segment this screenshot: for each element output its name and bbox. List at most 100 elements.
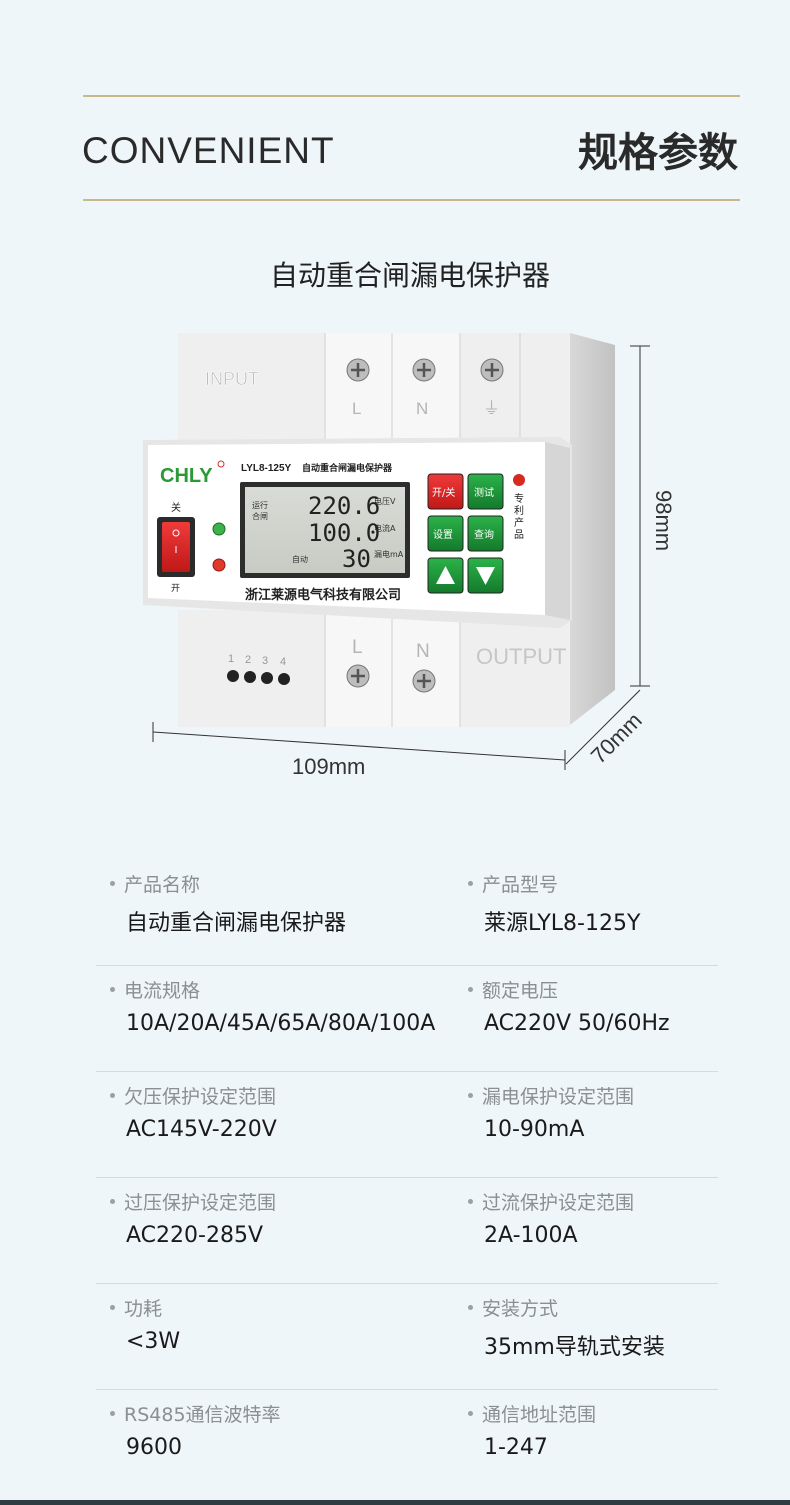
lcd-screen (245, 487, 405, 573)
bullet-icon (110, 881, 115, 886)
lcd-status-running: 运行 (252, 500, 268, 510)
header-rule-top (83, 95, 740, 97)
brand-english: CONVENIENT (82, 130, 335, 171)
brand-logo: CHLY (160, 465, 213, 487)
bullet-icon (110, 1199, 115, 1204)
spec-row: 产品名称 自动重合闸漏电保护器 产品型号 莱源LYL8-125Y (96, 860, 718, 966)
fault-indicator-icon (212, 558, 226, 572)
section-title: 规格参数 (578, 130, 738, 176)
spec-item: 电流规格 10A/20A/45A/65A/80A/100A (110, 976, 435, 1036)
spec-item: 欠压保护设定范围 AC145V-220V (110, 1082, 277, 1142)
spec-label: 通信地址范围 (482, 1404, 597, 1426)
spec-label: 过流保护设定范围 (482, 1192, 635, 1214)
settings-button-label: 设置 (433, 529, 453, 541)
company-name: 浙江莱源电气科技有限公司 (245, 587, 401, 603)
bullet-icon (468, 987, 473, 992)
spec-label: 漏电保护设定范围 (482, 1086, 635, 1108)
spec-value: AC145V-220V (126, 1117, 277, 1142)
query-button[interactable] (467, 515, 504, 552)
bullet-icon (110, 1411, 115, 1416)
patent-icon (513, 474, 525, 486)
output-label: OUTPUT (476, 644, 566, 669)
spec-value: AC220-285V (126, 1223, 263, 1248)
spec-row: 功耗 <3W 安装方式 35mm导轨式安装 (96, 1284, 718, 1390)
terminal-n-top: N (416, 399, 428, 418)
spec-value: 35mm导轨式安装 (484, 1335, 665, 1360)
dimension-lines (152, 345, 650, 770)
spec-label: 产品名称 (124, 874, 201, 896)
bullet-icon (110, 987, 115, 992)
spec-value: 1-247 (484, 1435, 548, 1460)
spec-item: 功耗 <3W (110, 1294, 180, 1354)
query-button-label: 查询 (474, 528, 494, 541)
lcd-leakage-value: 30 (342, 545, 371, 573)
spec-value: 2A-100A (484, 1223, 578, 1248)
header-rule-bottom (83, 199, 740, 201)
footer-rule (0, 1500, 790, 1505)
bullet-icon (468, 1199, 473, 1204)
spec-row: 电流规格 10A/20A/45A/65A/80A/100A 额定电压 AC220… (96, 966, 718, 1072)
test-button[interactable] (467, 473, 504, 510)
spec-value: 9600 (126, 1435, 182, 1460)
pin-4-label: 4 (280, 656, 286, 668)
terminal-l-top: L (352, 399, 361, 418)
terminal-l-bottom: L (352, 637, 363, 658)
spec-label: 产品型号 (482, 874, 559, 896)
dimension-height: 98mm (651, 490, 676, 551)
arrow-down-icon (476, 567, 495, 585)
bullet-icon (468, 1411, 473, 1416)
pin-1-label: 1 (228, 653, 234, 665)
spec-item: 产品名称 自动重合闸漏电保护器 (110, 870, 346, 937)
spec-row: RS485通信波特率 9600 通信地址范围 1-247 (96, 1390, 718, 1496)
spec-label: 额定电压 (482, 980, 559, 1002)
bullet-icon (468, 1305, 473, 1310)
spec-value: 10A/20A/45A/65A/80A/100A (126, 1011, 436, 1036)
bullet-icon (110, 1093, 115, 1098)
bullet-icon (468, 1093, 473, 1098)
power-toggle-label: 开/关 (432, 486, 455, 499)
spec-item: 过流保护设定范围 2A-100A (468, 1188, 634, 1248)
spec-item: 安装方式 35mm导轨式安装 (468, 1294, 665, 1361)
input-label: INPUT (205, 369, 259, 389)
patent-char-4: 品 (514, 529, 524, 541)
lcd-current-unit: 电流A (374, 523, 396, 533)
dimension-width: 109mm (292, 754, 365, 779)
spec-label: 安装方式 (482, 1298, 559, 1320)
lcd-voltage-unit: 电压V (374, 496, 396, 506)
spec-table: 产品名称 自动重合闸漏电保护器 产品型号 莱源LYL8-125Y 电流规格 10… (96, 860, 718, 1496)
lcd-voltage-value: 220.6 (308, 492, 380, 520)
spec-item: 额定电压 AC220V 50/60Hz (468, 976, 670, 1036)
spec-label: 过压保护设定范围 (124, 1192, 277, 1214)
spec-item: 通信地址范围 1-247 (468, 1400, 596, 1460)
lcd-status-closed: 合闸 (252, 511, 268, 521)
spec-value: 莱源LYL8-125Y (484, 911, 641, 936)
lcd-current-value: 100.0 (308, 519, 380, 547)
device-model-name: 自动重合闸漏电保护器 (302, 462, 393, 474)
spec-item: 漏电保护设定范围 10-90mA (468, 1082, 634, 1142)
arrow-up-icon (436, 566, 455, 584)
spec-row: 过压保护设定范围 AC220-285V 过流保护设定范围 2A-100A (96, 1178, 718, 1284)
spec-label: RS485通信波特率 (124, 1404, 281, 1426)
patent-char-2: 利 (514, 505, 524, 517)
spec-item: RS485通信波特率 9600 (110, 1400, 281, 1460)
device-illustration: INPUT OUTPUT L N ⏚ L N 1 2 3 4 CHLY LYL8… (143, 333, 676, 779)
spec-item: 过压保护设定范围 AC220-285V (110, 1188, 276, 1248)
patent-char-1: 专 (514, 492, 524, 505)
terminal-n-bottom: N (416, 641, 430, 662)
ground-icon: ⏚ (483, 399, 500, 419)
product-title: 自动重合闸漏电保护器 (269, 259, 550, 292)
bullet-icon (468, 881, 473, 886)
spec-value: 10-90mA (484, 1117, 585, 1142)
power-toggle-button[interactable] (427, 473, 464, 510)
spec-value: AC220V 50/60Hz (484, 1011, 670, 1036)
run-indicator-icon (212, 522, 226, 536)
dimension-depth: 70mm (586, 708, 647, 769)
switch-off-label: 关 (171, 501, 181, 514)
bullet-icon (110, 1305, 115, 1310)
device-model: LYL8-125Y (241, 463, 292, 474)
settings-button[interactable] (427, 515, 464, 552)
lcd-mode: 自动 (292, 554, 308, 564)
spec-item: 产品型号 莱源LYL8-125Y (468, 870, 640, 937)
pin-3-label: 3 (262, 655, 268, 667)
lcd-leakage-unit: 漏电mA (374, 549, 404, 559)
